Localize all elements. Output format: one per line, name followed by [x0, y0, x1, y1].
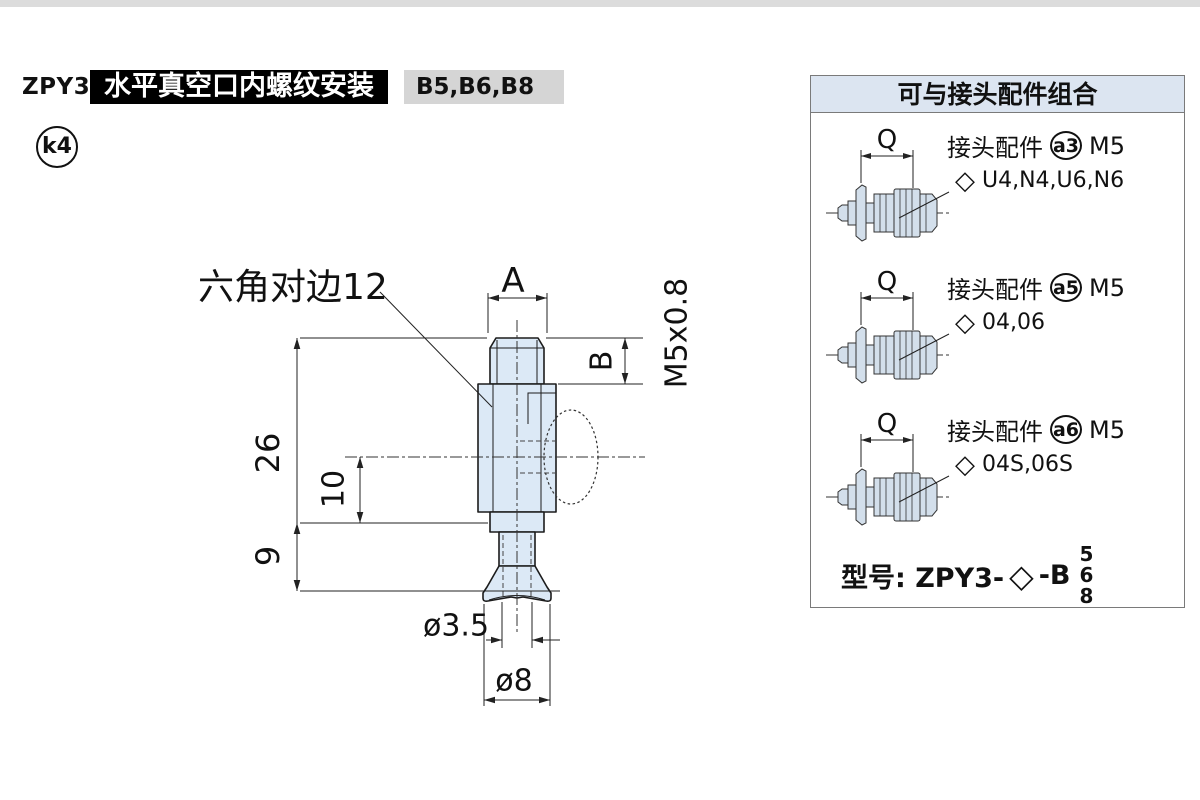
fitting-options: ◇ 04,06 [955, 307, 1045, 338]
fittings-panel: 可与接头配件组合 [810, 75, 1185, 608]
fitting-badge-a5: a5 [1050, 273, 1082, 302]
dim-label-9: 9 [249, 545, 287, 567]
fitting-drawing-a6 [826, 434, 951, 526]
size-codes: B5,B6,B8 [404, 70, 564, 104]
dim-label-26: 26 [249, 432, 287, 474]
dim-label-q: Q [876, 267, 898, 297]
top-divider [0, 0, 1200, 7]
dim-label-q: Q [876, 125, 898, 155]
fitting-label: 接头配件 [947, 134, 1043, 162]
fitting-thread: M5 [1089, 131, 1125, 160]
part-stud [489, 337, 545, 385]
fitting-badge-a6: a6 [1050, 415, 1082, 444]
fitting-thread: M5 [1089, 415, 1125, 444]
dia-label-pad: ø8 [495, 663, 533, 699]
diamond-icon: ◇ [955, 449, 975, 480]
fitting-title: 接头配件 a3 M5 [947, 128, 1125, 163]
fitting-drawing-a5 [826, 292, 951, 384]
options-text: 04,06 [982, 310, 1045, 335]
size-option-8: 8 [1079, 584, 1094, 608]
fitting-title: 接头配件 a6 M5 [947, 412, 1125, 447]
part-pad [482, 565, 552, 602]
model-prefix: 型号: ZPY3- [841, 563, 1005, 594]
fitting-drawing-a3 [826, 150, 951, 242]
fitting-item-a6: Q 接头配件 a6 M5 ◇ 04S,06S [821, 409, 1176, 550]
ref-badge: k4 [36, 126, 78, 168]
fitting-item-a5: Q 接头配件 a5 M5 ◇ 04,06 [821, 267, 1176, 408]
fitting-thread: M5 [1089, 273, 1125, 302]
page-title: 水平真空口内螺纹安装 [90, 70, 388, 104]
options-text: U4,N4,U6,N6 [982, 168, 1125, 193]
thread-spec-label: M5x0.8 [659, 277, 695, 389]
panel-title: 可与接头配件组合 [811, 76, 1184, 113]
fitting-title: 接头配件 a5 M5 [947, 270, 1125, 305]
dim-label-10: 10 [316, 469, 352, 509]
diamond-icon: ◇ [955, 307, 975, 338]
fitting-item-a3: Q 接头配件 a3 M5 ◇ U4,N4,U6,N6 [821, 125, 1176, 266]
dim-label-q: Q [876, 409, 898, 439]
part-step [489, 511, 545, 533]
model-suffix: -B [1038, 560, 1071, 591]
fitting-label: 接头配件 [947, 418, 1043, 446]
model-code: ZPY3 [22, 74, 91, 100]
diamond-icon: ◇ [1009, 556, 1034, 595]
part-neck [498, 531, 536, 567]
dia-label-orifice: ø3.5 [422, 608, 490, 644]
part-hex-body [477, 383, 557, 513]
fitting-options: ◇ 04S,06S [955, 449, 1073, 480]
size-option-5: 5 [1079, 542, 1094, 566]
dim-label-a: A [501, 261, 525, 301]
fitting-badge-a3: a3 [1050, 131, 1082, 160]
size-option-6: 6 [1079, 563, 1094, 587]
options-text: 04S,06S [982, 452, 1073, 477]
fitting-options: ◇ U4,N4,U6,N6 [955, 165, 1125, 196]
hex-flats-label: 六角对边12 [198, 267, 388, 308]
model-number-row: 型号: ZPY3- ◇ -B 5 6 8 [841, 544, 1093, 607]
size-options: 5 6 8 [1080, 544, 1094, 607]
diamond-icon: ◇ [955, 165, 975, 196]
fitting-label: 接头配件 [947, 276, 1043, 304]
side-port-ellipse [543, 409, 599, 505]
dim-label-b: B [584, 350, 620, 372]
